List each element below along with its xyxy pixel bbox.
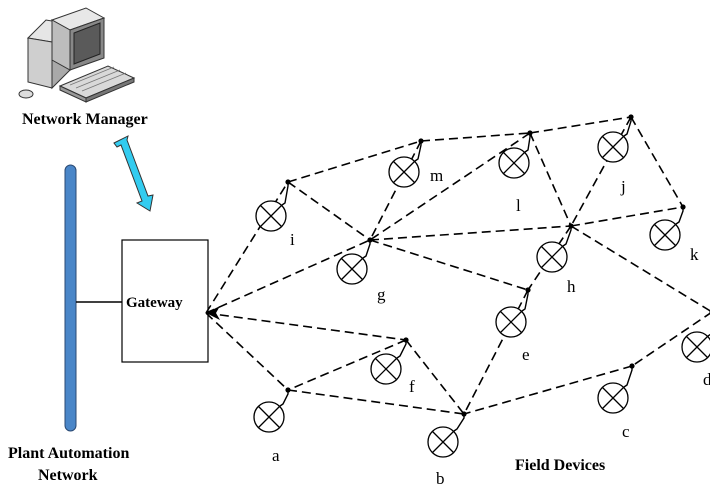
cross-icon — [502, 151, 526, 175]
field-device-a[interactable]: a — [253, 387, 291, 465]
mesh-links — [205, 116, 710, 415]
link-j-k — [630, 116, 684, 208]
link-l-g — [369, 132, 531, 241]
field-device-b[interactable]: b — [427, 411, 467, 488]
device-label-i: i — [290, 230, 295, 249]
field-device-m[interactable]: m — [388, 138, 443, 188]
cross-icon — [392, 160, 416, 184]
node-dot — [680, 204, 686, 210]
node-dot — [525, 287, 531, 293]
field-device-h[interactable]: h — [536, 223, 576, 296]
device-label-c: c — [622, 422, 630, 441]
field-device-l[interactable]: l — [498, 130, 533, 215]
link-e-b — [463, 289, 529, 415]
cross-icon — [685, 335, 709, 359]
double-arrow-icon — [113, 135, 154, 212]
device-label-f: f — [409, 377, 415, 396]
device-label-h: h — [567, 277, 576, 296]
antenna-stem — [281, 182, 289, 206]
field-device-f[interactable]: f — [370, 337, 415, 396]
link-m-g — [369, 140, 422, 241]
link-f-a — [287, 339, 407, 391]
link-l-j — [529, 116, 632, 134]
node-dot — [629, 363, 635, 369]
device-label-m: m — [430, 166, 443, 185]
node-dot — [285, 179, 291, 185]
field-device-d[interactable]: d — [681, 309, 710, 389]
gateway-arrowhead-icon — [206, 306, 220, 320]
link-i-m — [287, 140, 422, 183]
link-h-k — [570, 206, 684, 227]
plant-automation-bus — [64, 164, 77, 432]
antenna-stem — [623, 366, 633, 388]
device-label-b: b — [436, 469, 445, 488]
node-dot — [403, 337, 409, 343]
link-c-b — [463, 365, 633, 415]
link-f-b — [405, 339, 465, 415]
link-h-d — [570, 225, 710, 312]
device-circle-icon — [681, 331, 710, 363]
field-device-g[interactable]: g — [336, 237, 386, 304]
cross-icon — [653, 223, 677, 247]
plant-automation-label-line2: Network — [38, 467, 98, 484]
link-g-e — [369, 239, 529, 291]
device-label-k: k — [690, 245, 699, 264]
cross-icon — [340, 257, 364, 281]
device-label-e: e — [522, 345, 530, 364]
link-gateway-f — [205, 312, 407, 341]
link-d-c — [631, 312, 710, 367]
node-dot — [527, 130, 533, 136]
link-g-h — [369, 225, 572, 241]
node-dot — [418, 138, 424, 144]
node-dot — [461, 411, 467, 417]
node-dot — [285, 387, 291, 393]
plant-automation-label-line1: Plant Automation — [8, 445, 129, 462]
link-m-l — [420, 132, 531, 142]
device-label-l: l — [516, 196, 521, 215]
cross-icon — [257, 405, 281, 429]
cross-icon — [374, 357, 398, 381]
cross-icon — [499, 310, 523, 334]
device-label-g: g — [377, 285, 386, 304]
gateway-box[interactable] — [121, 239, 209, 363]
field-device-i[interactable]: i — [255, 179, 295, 249]
cross-icon — [540, 245, 564, 269]
device-label-j: j — [620, 177, 626, 196]
node-dot — [628, 114, 634, 120]
cross-icon — [601, 386, 625, 410]
field-device-e[interactable]: e — [495, 287, 531, 364]
antenna-stem — [675, 207, 684, 225]
node-dot — [367, 237, 373, 243]
link-a-b — [287, 389, 465, 415]
antenna-stem — [279, 390, 289, 407]
antenna-stem — [453, 414, 465, 432]
link-h-e — [527, 225, 572, 291]
link-j-h — [570, 116, 632, 227]
cross-icon — [259, 204, 283, 228]
field-devices-label: Field Devices — [515, 457, 605, 474]
link-l-h — [529, 132, 572, 227]
field-device-c[interactable]: c — [597, 363, 635, 441]
device-label-a: a — [272, 446, 280, 465]
device-label-d: d — [703, 370, 710, 389]
cross-icon — [601, 135, 625, 159]
link-gateway-g — [205, 239, 371, 314]
field-devices: a b c d e f g h i j k l m — [253, 114, 710, 488]
gateway-label: Gateway — [126, 295, 183, 311]
field-device-j[interactable]: j — [597, 114, 634, 196]
cross-icon — [431, 430, 455, 454]
field-device-k[interactable]: k — [649, 204, 699, 264]
node-dot — [568, 223, 574, 229]
link-gateway-a — [205, 312, 289, 391]
network-manager-label: Network Manager — [22, 111, 148, 128]
link-i-g — [287, 181, 371, 241]
computer-icon — [18, 7, 136, 103]
